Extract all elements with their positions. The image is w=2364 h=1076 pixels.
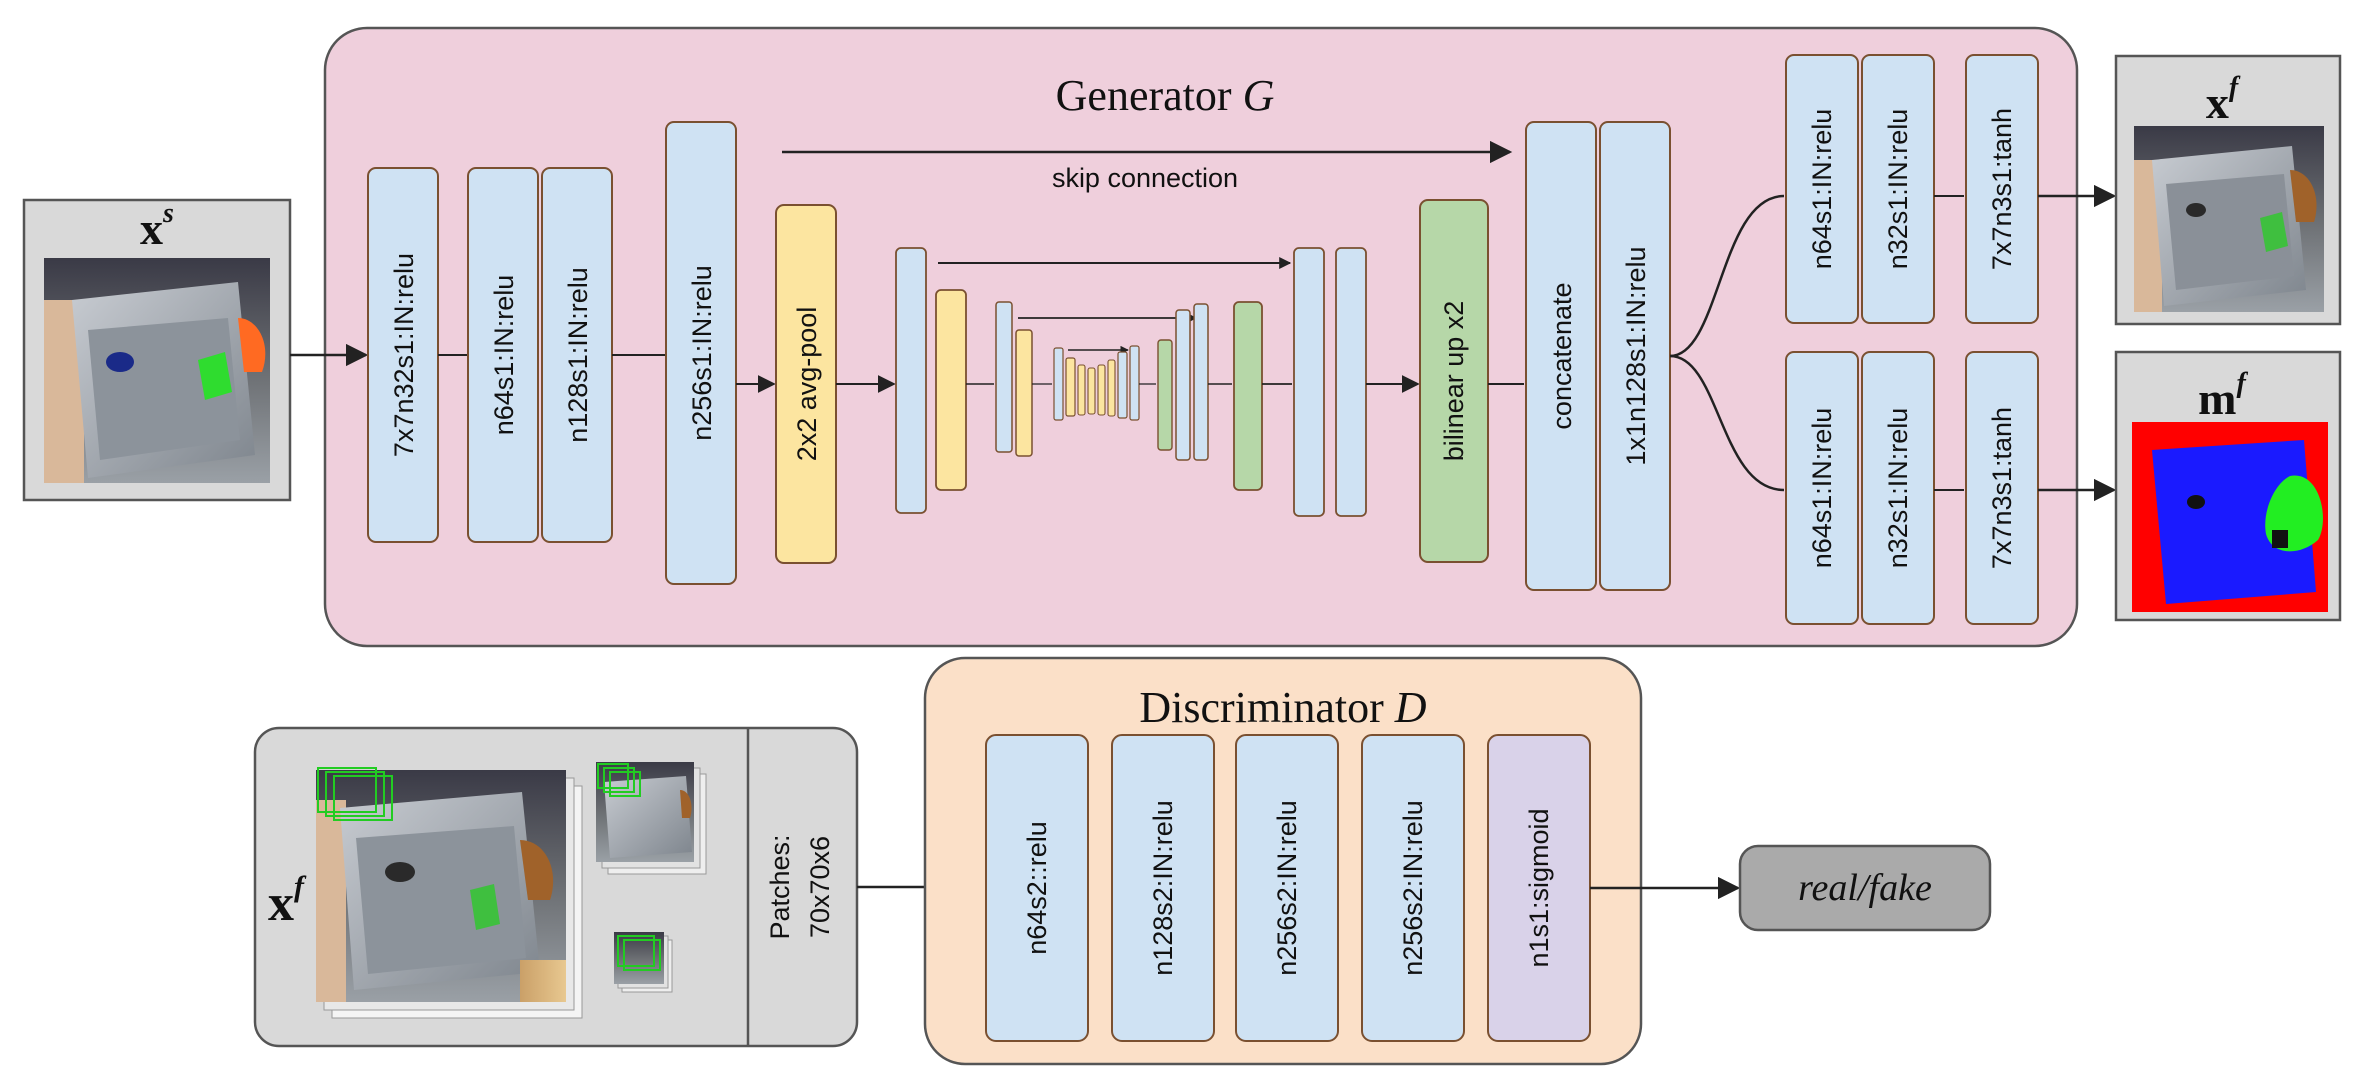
- svg-text:n256s1:IN:relu: n256s1:IN:relu: [687, 265, 717, 441]
- disc-layer-n256s2-a: n256s2:IN:relu: [1235, 734, 1339, 1042]
- mask-segmentation-image: [2132, 422, 2328, 612]
- svg-text:n64s1:IN:relu: n64s1:IN:relu: [1807, 408, 1837, 569]
- disc-layer-sigmoid: n1s1:sigmoid: [1487, 734, 1591, 1042]
- branch-to-top-head: [1669, 194, 1785, 358]
- fake-scene-image: [2134, 126, 2324, 312]
- layer-n128: n128s1:IN:relu: [541, 167, 613, 543]
- svg-text:bilinear up x2: bilinear up x2: [1439, 301, 1469, 462]
- fake-image-panel: xf: [2114, 54, 2342, 326]
- source-image-label: xs: [140, 198, 174, 254]
- patch-input-label: xf: [268, 870, 307, 932]
- layer-conv1x1-n128: 1x1n128s1:IN:relu: [1599, 121, 1671, 591]
- patch-scene-medium: [596, 762, 707, 875]
- mask-image-label: mf: [2198, 368, 2248, 424]
- svg-text:7x7n32s1:IN:relu: 7x7n32s1:IN:relu: [389, 253, 419, 457]
- generator-title: Generator G: [1056, 71, 1275, 120]
- real-fake-label: real/fake: [1798, 867, 1932, 909]
- svg-text:n64s1:IN:relu: n64s1:IN:relu: [1807, 109, 1837, 270]
- patch-scene-small: [614, 932, 673, 993]
- branch-to-bottom-head: [1669, 354, 1785, 492]
- svg-text:n64s1:IN:relu: n64s1:IN:relu: [489, 275, 519, 436]
- patches-label-line2: 70x70x6: [805, 836, 835, 938]
- discriminator-title: Discriminator D: [1139, 683, 1426, 732]
- bottom-head-n32: n32s1:IN:relu: [1861, 351, 1935, 625]
- svg-text:7x7n3s1:tanh: 7x7n3s1:tanh: [1987, 407, 2017, 569]
- svg-text:n256s2:IN:relu: n256s2:IN:relu: [1272, 800, 1302, 976]
- svg-text:n128s2:IN:relu: n128s2:IN:relu: [1148, 800, 1178, 976]
- top-head-n64: n64s1:IN:relu: [1785, 54, 1859, 324]
- svg-text:n128s1:IN:relu: n128s1:IN:relu: [563, 267, 593, 443]
- svg-text:n256s2:IN:relu: n256s2:IN:relu: [1398, 800, 1428, 976]
- bottom-head-n64: n64s1:IN:relu: [1785, 351, 1859, 625]
- real-fake-output: real/fake: [1738, 844, 1992, 932]
- svg-text:1x1n128s1:IN:relu: 1x1n128s1:IN:relu: [1621, 246, 1651, 465]
- source-scene-image: [44, 258, 270, 483]
- svg-text:n32s1:IN:relu: n32s1:IN:relu: [1883, 109, 1913, 270]
- disc-layer-n128s2: n128s2:IN:relu: [1111, 734, 1215, 1042]
- layer-concatenate: concatenate: [1525, 121, 1597, 591]
- unet-inner-blocks: [895, 247, 1367, 517]
- svg-text:7x7n3s1:tanh: 7x7n3s1:tanh: [1987, 108, 2017, 270]
- layer-n256: n256s1:IN:relu: [665, 121, 737, 585]
- top-head-tanh: 7x7n3s1:tanh: [1965, 54, 2039, 324]
- layer-bilinear-up: bilinear up x2: [1419, 199, 1489, 563]
- svg-text:2x2 avg-pool: 2x2 avg-pool: [792, 307, 822, 462]
- disc-layer-n64s2: n64s2::relu: [985, 734, 1089, 1042]
- disc-layer-n256s2-b: n256s2:IN:relu: [1361, 734, 1465, 1042]
- fake-image-label: xf: [2206, 72, 2241, 128]
- source-image-panel: xs: [22, 198, 292, 502]
- layer-conv7x7-n32: 7x7n32s1:IN:relu: [367, 167, 439, 543]
- layer-avg-pool: 2x2 avg-pool: [775, 204, 837, 564]
- skip-connection-label: skip connection: [1052, 163, 1238, 193]
- patch-input-panel: xf: [253, 726, 859, 1048]
- bottom-head-tanh: 7x7n3s1:tanh: [1965, 351, 2039, 625]
- patches-label-line1: Patches:: [765, 834, 795, 939]
- svg-text:n64s2::relu: n64s2::relu: [1022, 821, 1052, 955]
- layer-n64: n64s1:IN:relu: [467, 167, 539, 543]
- svg-text:n32s1:IN:relu: n32s1:IN:relu: [1883, 408, 1913, 569]
- svg-text:concatenate: concatenate: [1547, 282, 1577, 429]
- mask-image-panel: mf: [2114, 350, 2342, 622]
- top-head-n32: n32s1:IN:relu: [1861, 54, 1935, 324]
- svg-text:n1s1:sigmoid: n1s1:sigmoid: [1524, 808, 1554, 967]
- patch-scene-large: [316, 767, 583, 1019]
